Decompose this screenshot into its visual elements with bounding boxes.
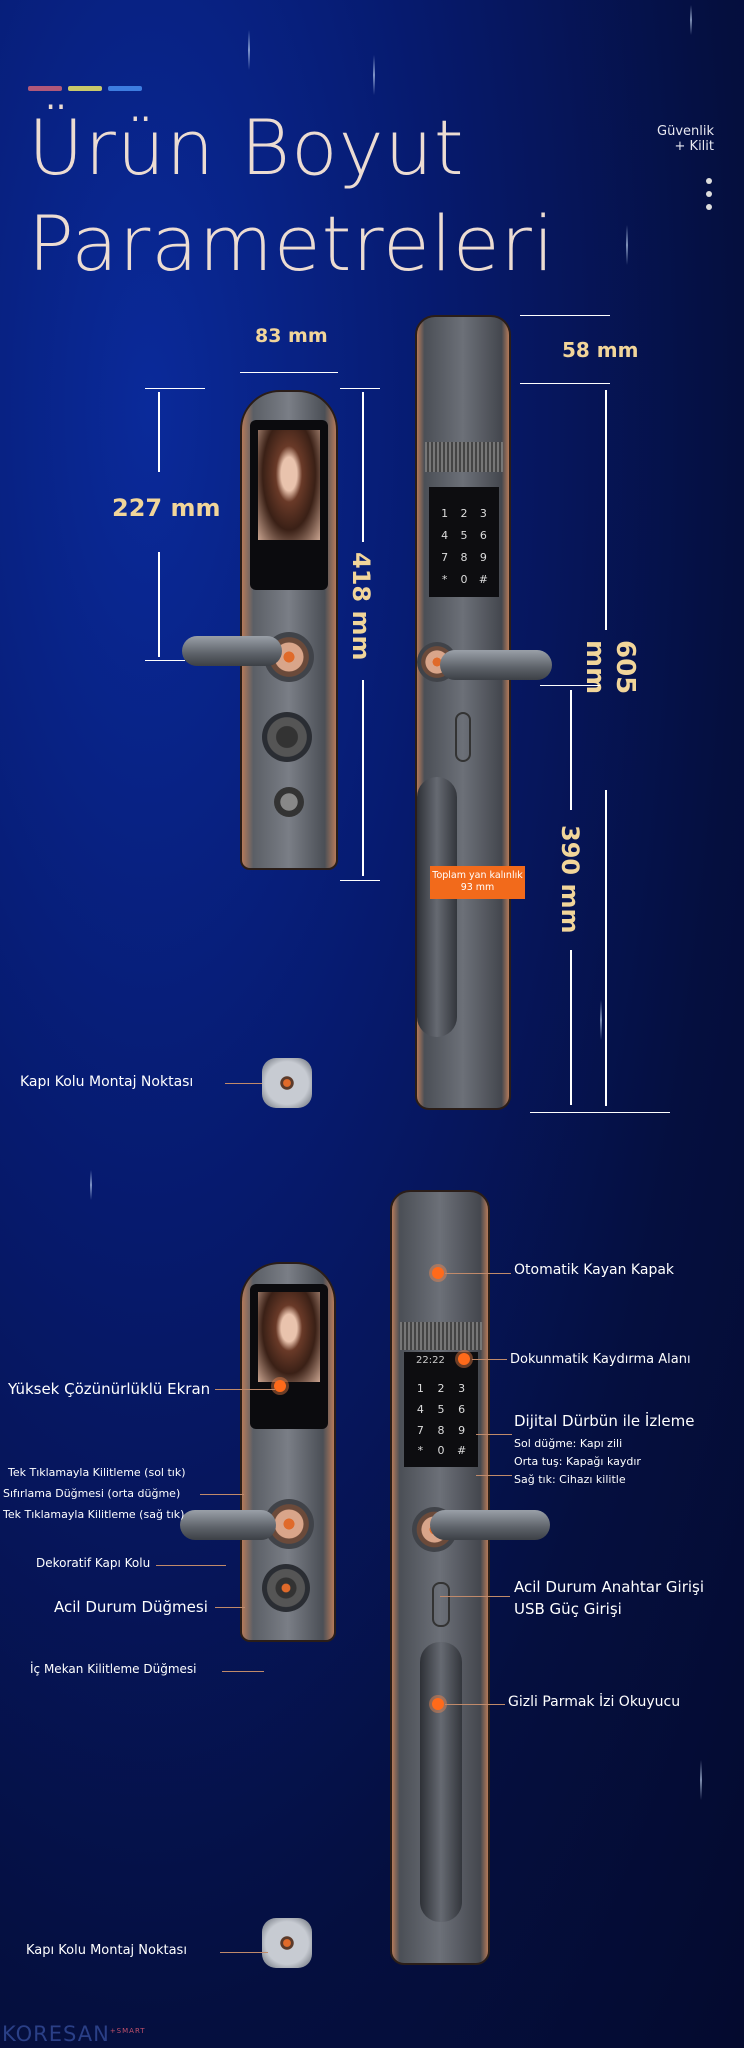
- speaker-grille: [400, 1322, 482, 1350]
- lock-screen: [250, 1284, 328, 1429]
- guide-line: [340, 880, 380, 881]
- peephole-label: Dijital Dürbün ile İzleme: [514, 1412, 695, 1430]
- front-height-arrow: [362, 392, 364, 542]
- leader-line: [200, 1494, 244, 1495]
- page-title: Ürün Boyut Parametreleri: [28, 103, 555, 288]
- face-photo: [258, 430, 320, 540]
- emergency-knob: [262, 712, 312, 762]
- upper-height-dimension: 227 mm: [112, 494, 221, 522]
- hotspot: [432, 1267, 444, 1279]
- streak: [600, 1000, 602, 1040]
- guide-line: [340, 388, 380, 389]
- guide-line: [145, 660, 185, 661]
- streak: [248, 30, 250, 70]
- brand-tag: Güvenlik + Kilit: [657, 124, 714, 154]
- key-slot: [455, 712, 471, 762]
- leader-line: [215, 1607, 245, 1608]
- watermark-logo: KORESAN+SMART: [2, 2022, 146, 2046]
- indoor-lock-label: İç Mekan Kilitleme Düğmesi: [30, 1662, 197, 1676]
- left-button-label: Sol düğme: Kapı zili: [514, 1437, 623, 1450]
- mount-knob-image: [262, 1918, 312, 1968]
- mount-knob-image: [262, 1058, 312, 1108]
- leader-line: [440, 1596, 510, 1597]
- emergency-label: Acil Durum Düğmesi: [54, 1598, 208, 1616]
- leader-line: [222, 1671, 264, 1672]
- accent-bars: [28, 76, 148, 95]
- cover-label: Otomatik Kayan Kapak: [514, 1262, 675, 1278]
- thickness-callout: Toplam yan kalınlık 93 mm: [430, 866, 525, 899]
- key-entry-label: Acil Durum Anahtar Girişi: [514, 1578, 705, 1596]
- keypad-clock: 22:22: [416, 1355, 445, 1366]
- guide-line: [540, 685, 600, 686]
- mount-point-label: Kapı Kolu Montaj Noktası: [20, 1074, 194, 1090]
- pull-handle: [417, 777, 457, 1037]
- reset-label: Sıfırlama Düğmesi (orta düğme): [3, 1487, 181, 1500]
- face-photo: [258, 1292, 320, 1382]
- lever-handle: [430, 1510, 550, 1540]
- guide-line: [145, 388, 205, 389]
- leader-line: [476, 1434, 512, 1435]
- speaker-grille: [425, 442, 503, 472]
- leader-line: [220, 1952, 268, 1953]
- streak: [690, 5, 692, 35]
- emergency-knob: [262, 1564, 310, 1612]
- guide-line: [520, 383, 610, 384]
- lock-screen: [250, 420, 328, 590]
- streak: [700, 1760, 702, 1800]
- mount-point-label: Kapı Kolu Montaj Noktası: [26, 1943, 187, 1958]
- lever-handle: [182, 636, 282, 666]
- streak: [373, 55, 375, 95]
- leader-line: [225, 1083, 265, 1084]
- width-dimension: 83 mm: [255, 325, 328, 347]
- leader-line: [476, 1475, 512, 1476]
- leader-line: [215, 1389, 275, 1390]
- front-lock-image-annotated: [240, 1262, 336, 1642]
- key-slot: [432, 1582, 450, 1627]
- lever-handle: [180, 1510, 276, 1540]
- leader-line: [472, 1359, 507, 1360]
- more-icon[interactable]: [706, 178, 714, 217]
- upper-height-arrow: [158, 392, 160, 472]
- leader-line: [156, 1565, 226, 1566]
- front-lock-image: [240, 390, 338, 870]
- middle-button-label: Orta tuş: Kapağı kaydır: [514, 1455, 641, 1468]
- top-offset-dimension: 58 mm: [562, 338, 639, 362]
- lever-handle: [440, 650, 552, 680]
- leader-line: [445, 1704, 505, 1705]
- right-button-label: Sağ tık: Cihazı kilitle: [514, 1473, 626, 1486]
- hotspot: [432, 1698, 444, 1710]
- screen-label: Yüksek Çözünürlüklü Ekran: [8, 1380, 211, 1398]
- total-height-arrow: [605, 790, 607, 1106]
- leader-line: [445, 1273, 511, 1274]
- pull-handle: [420, 1642, 462, 1922]
- total-height-dimension: 605 mm: [580, 640, 640, 695]
- streak: [626, 225, 628, 265]
- lower-height-arrow: [570, 950, 572, 1105]
- lower-height-arrow: [570, 690, 572, 810]
- touch-area-label: Dokunmatik Kaydırma Alanı: [510, 1352, 691, 1367]
- lower-height-dimension: 390 mm: [556, 825, 584, 934]
- guide-line: [530, 1112, 670, 1113]
- guide-line: [520, 315, 610, 316]
- indoor-lock-knob: [274, 787, 304, 817]
- front-height-dimension: 418 mm: [347, 552, 375, 661]
- lock-right-label: Tek Tıklamayla Kilitleme (sağ tık): [3, 1508, 185, 1521]
- handle-label: Dekoratif Kapı Kolu: [36, 1556, 151, 1570]
- front-height-arrow: [362, 680, 364, 876]
- lock-left-label: Tek Tıklamayla Kilitleme (sol tık): [8, 1466, 186, 1479]
- total-height-arrow: [605, 390, 607, 630]
- usb-port-label: USB Güç Girişi: [514, 1600, 622, 1618]
- fingerprint-label: Gizli Parmak İzi Okuyucu: [508, 1694, 681, 1710]
- width-line: [240, 372, 338, 373]
- upper-height-arrow: [158, 552, 160, 657]
- hotspot: [274, 1380, 286, 1392]
- hotspot: [458, 1353, 470, 1365]
- streak: [90, 1170, 92, 1200]
